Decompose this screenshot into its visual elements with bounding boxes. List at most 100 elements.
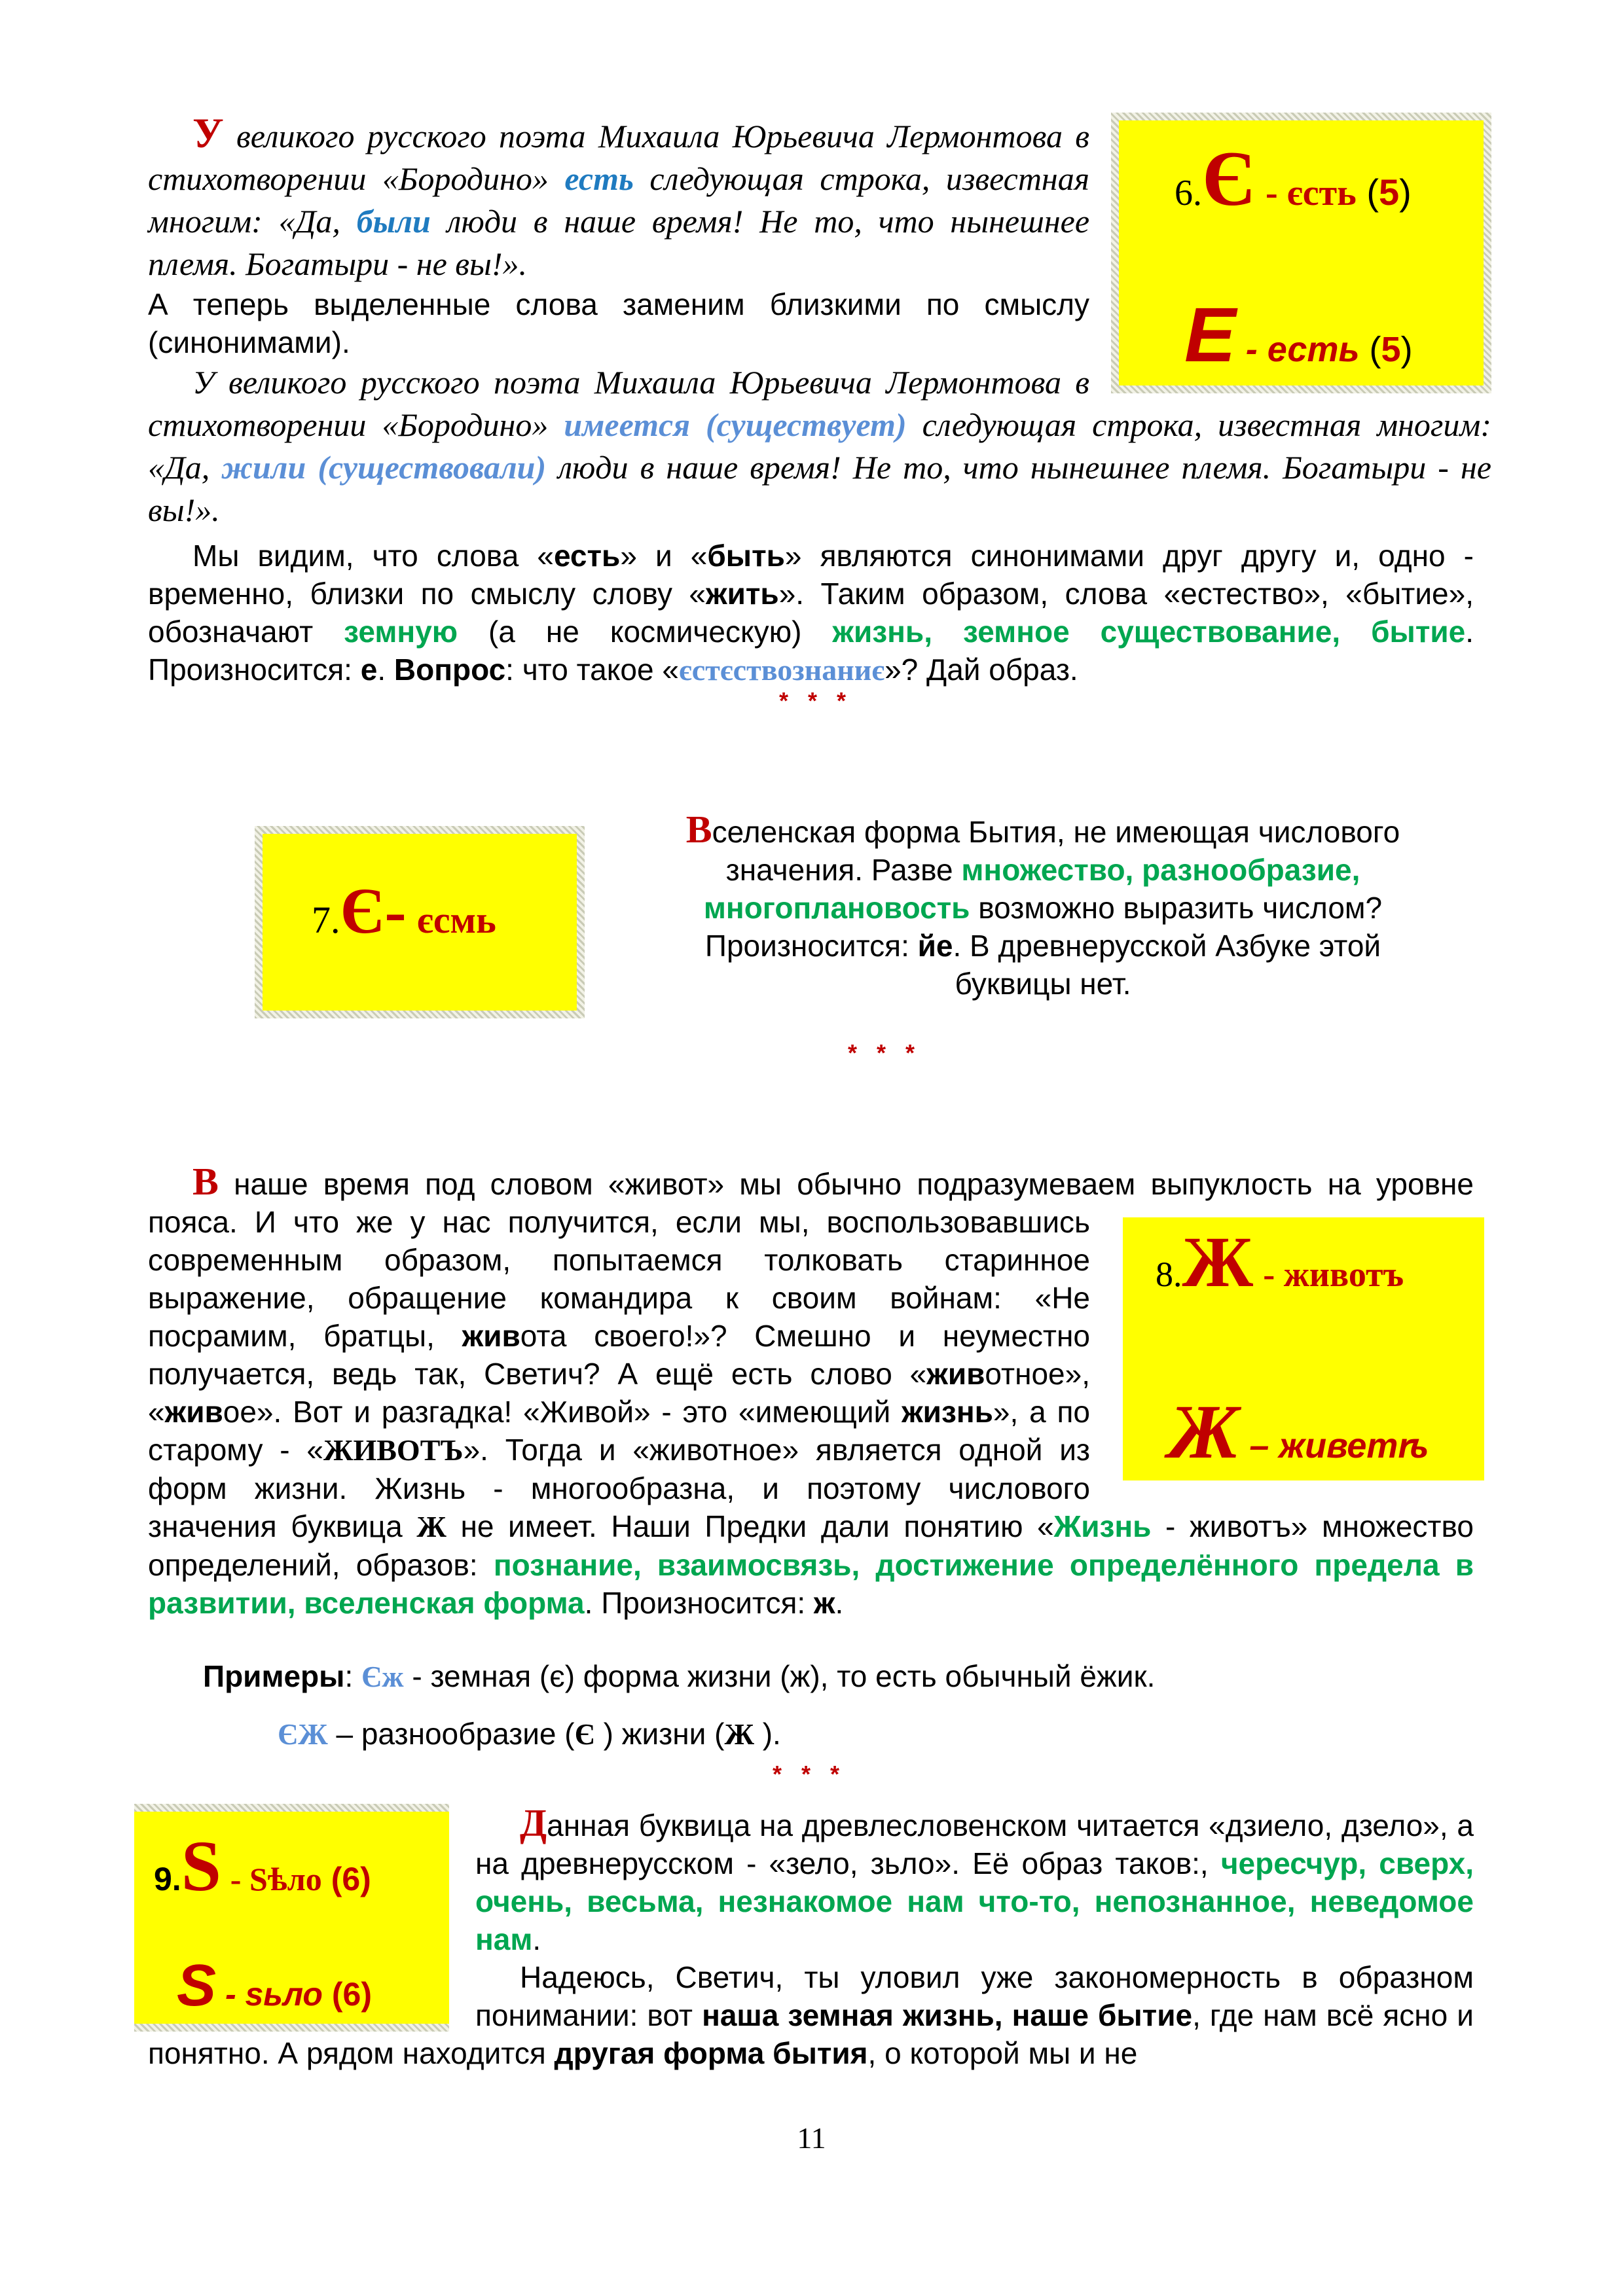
text-segment: , о которой мы и не — [867, 2036, 1138, 2070]
text-segment: Єж — [361, 1660, 404, 1693]
modern-letter: S — [177, 1953, 217, 2018]
text-segment: . Произносится: — [584, 1586, 814, 1620]
text-segment: другая форма бытия — [554, 2036, 868, 2070]
letter-name-modern: - есть — [1245, 330, 1360, 369]
text-segment: Жизнь — [1053, 1509, 1152, 1543]
text-segment: не имеет. Наши Предки дали понятию « — [446, 1509, 1054, 1543]
text-segment: . Произносится: — [148, 615, 1474, 687]
text-segment: : — [344, 1659, 361, 1693]
text-segment: Примеры — [203, 1659, 345, 1693]
drop-cap: У — [192, 110, 224, 157]
text-segment: чересчур, сверх, очень, весьма, незнаком… — [475, 1846, 1474, 1956]
text-segment: люди в наше время! Не то, что нынешнее п… — [148, 203, 1090, 282]
quote-paragraph-synonyms: У великого русского поэта Михаила Юрьеви… — [148, 361, 1491, 531]
text-segment: жизнь — [902, 1395, 993, 1429]
text-segment: жить — [706, 577, 779, 611]
section-letter-9: 9.S - Sѣло (6) S - sьло (6) Данная букви… — [134, 1801, 1474, 2072]
text-paragraph-universal: Вселенская форма Бытия, не имеющая число… — [653, 810, 1432, 1003]
modern-letter: Ж — [1169, 1389, 1240, 1475]
text-segment: ота своего!»? Смешно и неуместно получае… — [148, 1319, 1090, 1391]
text-segment: єстєствознаниє — [678, 653, 885, 687]
text-segment: следующая строка, известная многим: «Да, — [148, 160, 1089, 240]
slavonic-letter: Ж — [1182, 1222, 1254, 1302]
text-segment: жив — [462, 1319, 520, 1353]
separator-stars: * * * — [779, 687, 853, 714]
text-segment: отное», « — [148, 1357, 1090, 1429]
text-segment: Надеюсь, Светич, ты уловил уже закономер… — [475, 1960, 1474, 2032]
text-segment: есть — [553, 539, 621, 573]
text-segment: Є — [574, 1717, 595, 1751]
text-segment: , где нам всё ясно и понятно. А рядом на… — [148, 1998, 1474, 2070]
text-segment: наша земная жизнь, наше бытие — [702, 1998, 1193, 2032]
card-number: 7. — [312, 899, 340, 941]
text-segment: А теперь выделенные слова заменим близки… — [148, 287, 1089, 359]
text-segment: ) жизни ( — [594, 1717, 725, 1751]
text-segment: . — [377, 653, 394, 687]
text-segment: ое». Вот и разгадка! «Живой» - это «имею… — [223, 1395, 902, 1429]
examples-line-2: ЄЖ – разнообразие (Є ) жизни (Ж ). — [278, 1715, 781, 1753]
letter-name: - Sѣло — [230, 1861, 322, 1897]
text-segment: следующая строка, известная многим: «Да, — [148, 406, 1491, 486]
number-value: 5 — [1379, 171, 1400, 213]
text-paragraph: А теперь выделенные слова заменим близки… — [148, 285, 1491, 361]
page-number: 11 — [797, 2121, 826, 2155]
text-segment: имеется — [564, 406, 691, 443]
letter-name-modern: – живетѣ — [1249, 1426, 1429, 1465]
text-segment: (а не космическую) — [458, 615, 833, 649]
text-paragraph-zelo: Данная буквица на древлесловенском читае… — [148, 1801, 1474, 1958]
text-segment: – разнообразие ( — [327, 1717, 575, 1751]
letter-card-8: 8.Ж - животъ Ж – живетѣ — [1123, 1217, 1484, 1480]
text-segment: У великого русского поэта Михаила Юрьеви… — [148, 364, 1089, 443]
text-segment: е — [360, 653, 378, 687]
card-number: 8. — [1156, 1255, 1182, 1294]
text-segment: познание, взаимосвязь, достижение опреде… — [148, 1548, 1474, 1620]
text-segment: Ж — [416, 1510, 447, 1543]
text-segment: ». Таким образом, слова «естество», «быт… — [148, 577, 1474, 649]
text-segment: Мы видим, что слова « — [192, 539, 554, 573]
letter-card-7: 7.Є- єсмь — [255, 826, 585, 1018]
text-segment: »? Дай образ. — [884, 653, 1078, 687]
text-segment: Вопрос — [393, 653, 506, 687]
text-segment: (существует) — [706, 406, 907, 443]
card-number: 6. — [1175, 173, 1202, 213]
text-segment — [690, 406, 706, 443]
slavonic-letter: Є- — [340, 874, 407, 947]
number-value: (6) — [331, 1976, 372, 2013]
text-paragraph-explanation: Мы видим, что слова «есть» и «быть» явля… — [148, 537, 1474, 689]
section-letter-6: 6.Є - єсть (5) Е - есть (5) У великого р… — [148, 113, 1491, 689]
text-segment: были — [356, 203, 431, 240]
text-segment: » являются синонимами друг другу и, одно… — [148, 539, 1474, 611]
text-segment: быть — [707, 539, 785, 573]
text-segment: ж — [813, 1586, 835, 1620]
text-segment: - животъ» множество определений, образов… — [148, 1509, 1474, 1582]
text-segment: жизнь, земное существование, бытие — [832, 615, 1466, 649]
letter-name: єсмь — [416, 899, 496, 941]
examples-line: Примеры: Єж - земная (є) форма жизни (ж)… — [203, 1657, 1155, 1696]
text-segment: жив — [926, 1357, 985, 1391]
text-segment: жив — [164, 1395, 223, 1429]
drop-cap: Д — [520, 1801, 547, 1844]
drop-cap: В — [192, 1160, 219, 1203]
text-segment: селенская форма Бытия, не имеющая числов… — [712, 815, 1400, 887]
quote-paragraph: У великого русского поэта Михаила Юрьеви… — [148, 113, 1491, 285]
text-segment: ). — [754, 1717, 781, 1751]
drop-cap: В — [685, 808, 712, 851]
text-segment: наше время под словом «живот» мы обычно … — [148, 1167, 1474, 1353]
text-segment: возможно выразить числом? Произносится: — [704, 891, 1383, 963]
text-segment: . В древнерусской Азбуке этой буквицы не… — [953, 929, 1381, 1001]
paren: ) — [1399, 171, 1412, 213]
text-segment: люди в наше время! Не то, что нынешнее п… — [148, 449, 1491, 528]
card-number: 9. — [154, 1861, 181, 1897]
text-segment: ». Тогда и «животное» является одной из … — [148, 1433, 1090, 1543]
text-segment: йе — [917, 929, 953, 963]
slavonic-letter: Є — [1202, 135, 1256, 222]
text-segment — [306, 449, 318, 486]
modern-letter: Е — [1184, 292, 1236, 378]
text-segment: есть — [564, 160, 634, 197]
letter-card-6: 6.Є - єсть (5) Е - есть (5) — [1111, 113, 1491, 393]
text-segment: ЖИВОТЪ — [323, 1433, 464, 1467]
text-segment: . — [532, 1922, 541, 1956]
number-value: 5 — [1381, 330, 1401, 369]
separator-stars: * * * — [848, 1039, 922, 1066]
text-segment: анная буквица на древлесловенском читает… — [475, 1808, 1474, 1880]
